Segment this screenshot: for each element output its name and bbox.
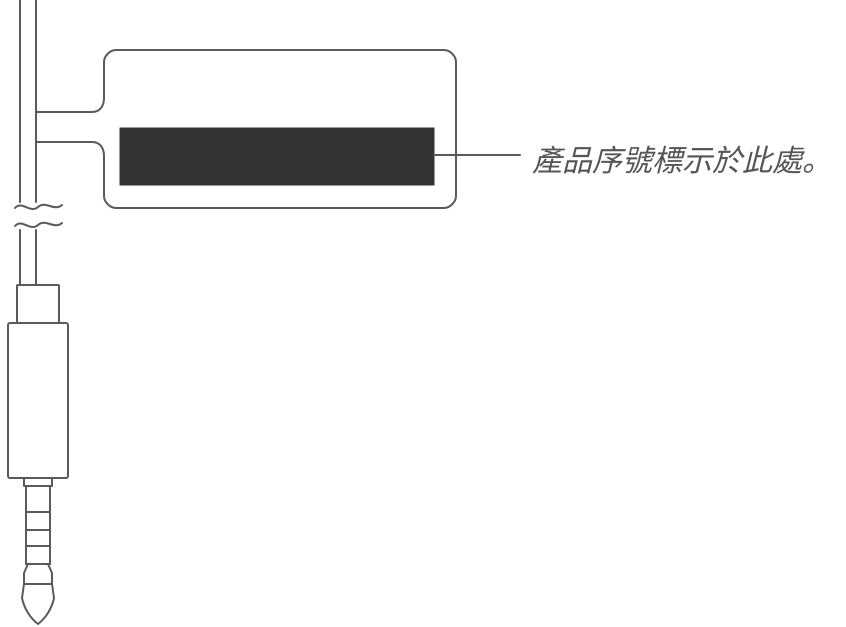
cable-break-mark <box>14 203 63 228</box>
serial-number-label <box>119 127 435 186</box>
plug-housing <box>7 322 69 479</box>
strain-relief <box>16 284 60 324</box>
cable-upper <box>19 0 37 203</box>
serial-number-callout-text: 產品序號標示於此處。 <box>532 144 832 179</box>
cable-lower <box>19 229 37 286</box>
serial-number-tag <box>35 49 457 209</box>
audio-plug <box>21 477 55 625</box>
